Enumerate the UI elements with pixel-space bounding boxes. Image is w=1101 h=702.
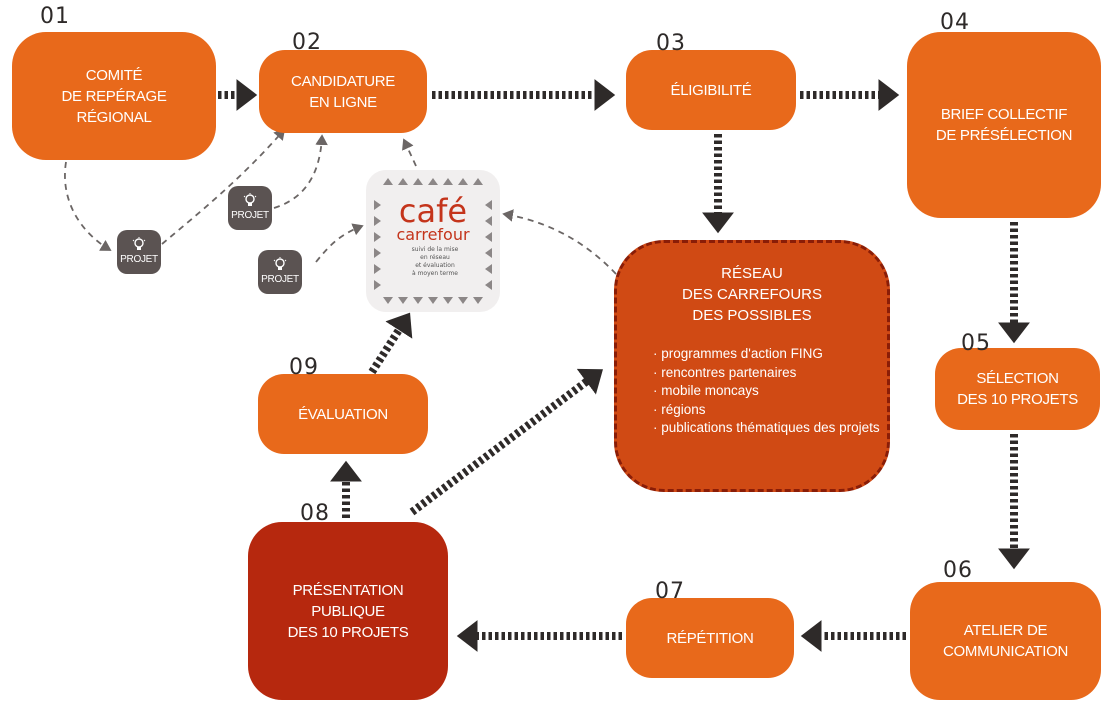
step-01-number: 01 [40, 4, 70, 29]
step-05-label: SÉLECTION DES 10 PROJETS [957, 370, 1078, 408]
step-08-number: 08 [300, 501, 330, 526]
step-04-box: BRIEF COLLECTIF DE PRÉSÉLECTION [907, 32, 1101, 218]
projet-badge: PROJET [228, 186, 272, 230]
network-item: · rencontres partenaires [653, 364, 797, 380]
dashed-link-cafe-to-02 [402, 138, 417, 167]
cafe-carrefour-card: café carrefour suivi de la mise en résea… [366, 170, 500, 312]
step-08-label: PRÉSENTATION PUBLIQUE DES 10 PROJETS [287, 581, 409, 641]
network-item-text: rencontres partenaires [661, 364, 797, 380]
step-06-number: 06 [943, 558, 973, 583]
projet-badge: PROJET [258, 250, 302, 294]
dashed-link-network-to-cafe [502, 209, 617, 275]
arrow-08-to-network [409, 368, 603, 516]
step-09-label: ÉVALUATION [298, 405, 388, 423]
network-item: · publications thématiques des projets [653, 420, 880, 435]
network-list: · programmes d'action FING · rencontres … [653, 345, 880, 438]
dashed-link-01-to-projet [64, 161, 112, 251]
step-07-number: 07 [655, 579, 685, 604]
step-02-label: CANDIDATURE EN LIGNE [291, 72, 395, 111]
step-03-label: ÉLIGIBILITÉ [670, 81, 752, 99]
step-06-label: ATELIER DE COMMUNICATION [943, 622, 1068, 660]
lightbulb-icon [273, 257, 287, 270]
step-06-box: ATELIER DE COMMUNICATION [910, 582, 1101, 700]
step-04-number: 04 [940, 10, 970, 35]
cafe-subtitle: carrefour [396, 225, 470, 244]
cafe-title: café [398, 192, 468, 230]
step-07-box: RÉPÉTITION [626, 598, 794, 678]
network-item-text: mobile moncays [661, 383, 759, 398]
step-02-number: 02 [292, 30, 322, 55]
step-04-label: BRIEF COLLECTIF DE PRÉSÉLECTION [935, 106, 1073, 144]
step-01-box: COMITÉ DE REPÉRAGE RÉGIONAL [12, 32, 216, 160]
lightbulb-icon [132, 237, 146, 250]
arrow-09-to-cafe [368, 312, 413, 375]
step-07-label: RÉPÉTITION [666, 629, 754, 647]
network-item: · régions [653, 401, 706, 417]
projet-label: PROJET [261, 274, 299, 285]
triangle-border [374, 178, 492, 304]
network-title: RÉSEAU DES CARREFOURS DES POSSIBLES [681, 265, 823, 324]
network-item-text: publications thématiques des projets [661, 420, 880, 435]
step-05-box: SÉLECTION DES 10 PROJETS [935, 348, 1100, 430]
projet-label: PROJET [120, 254, 158, 265]
network-item: · programmes d'action FING [653, 346, 823, 361]
step-09-number: 09 [289, 355, 319, 380]
dashed-link-projet3-to-cafe [315, 223, 364, 263]
step-03-box: ÉLIGIBILITÉ [626, 50, 796, 130]
step-08-box: PRÉSENTATION PUBLIQUE DES 10 PROJETS [248, 522, 448, 700]
network-box: RÉSEAU DES CARREFOURS DES POSSIBLES · pr… [614, 240, 890, 492]
dashed-link-projet2-to-02 [273, 134, 328, 209]
step-09-box: ÉVALUATION [258, 374, 428, 454]
step-01-label: COMITÉ DE REPÉRAGE RÉGIONAL [61, 66, 167, 126]
lightbulb-icon [243, 193, 257, 206]
projet-label: PROJET [231, 210, 269, 221]
step-03-number: 03 [656, 31, 686, 56]
network-item-text: régions [661, 401, 706, 417]
network-item: · mobile moncays [653, 383, 759, 398]
dashed-link-projet-to-02 [161, 128, 286, 245]
step-05-number: 05 [961, 331, 991, 356]
projet-badge: PROJET [117, 230, 161, 274]
cafe-note: suivi de la mise en réseau et évaluation… [411, 246, 459, 277]
step-02-box: CANDIDATURE EN LIGNE [259, 50, 427, 133]
network-item-text: programmes d'action FING [661, 346, 823, 361]
